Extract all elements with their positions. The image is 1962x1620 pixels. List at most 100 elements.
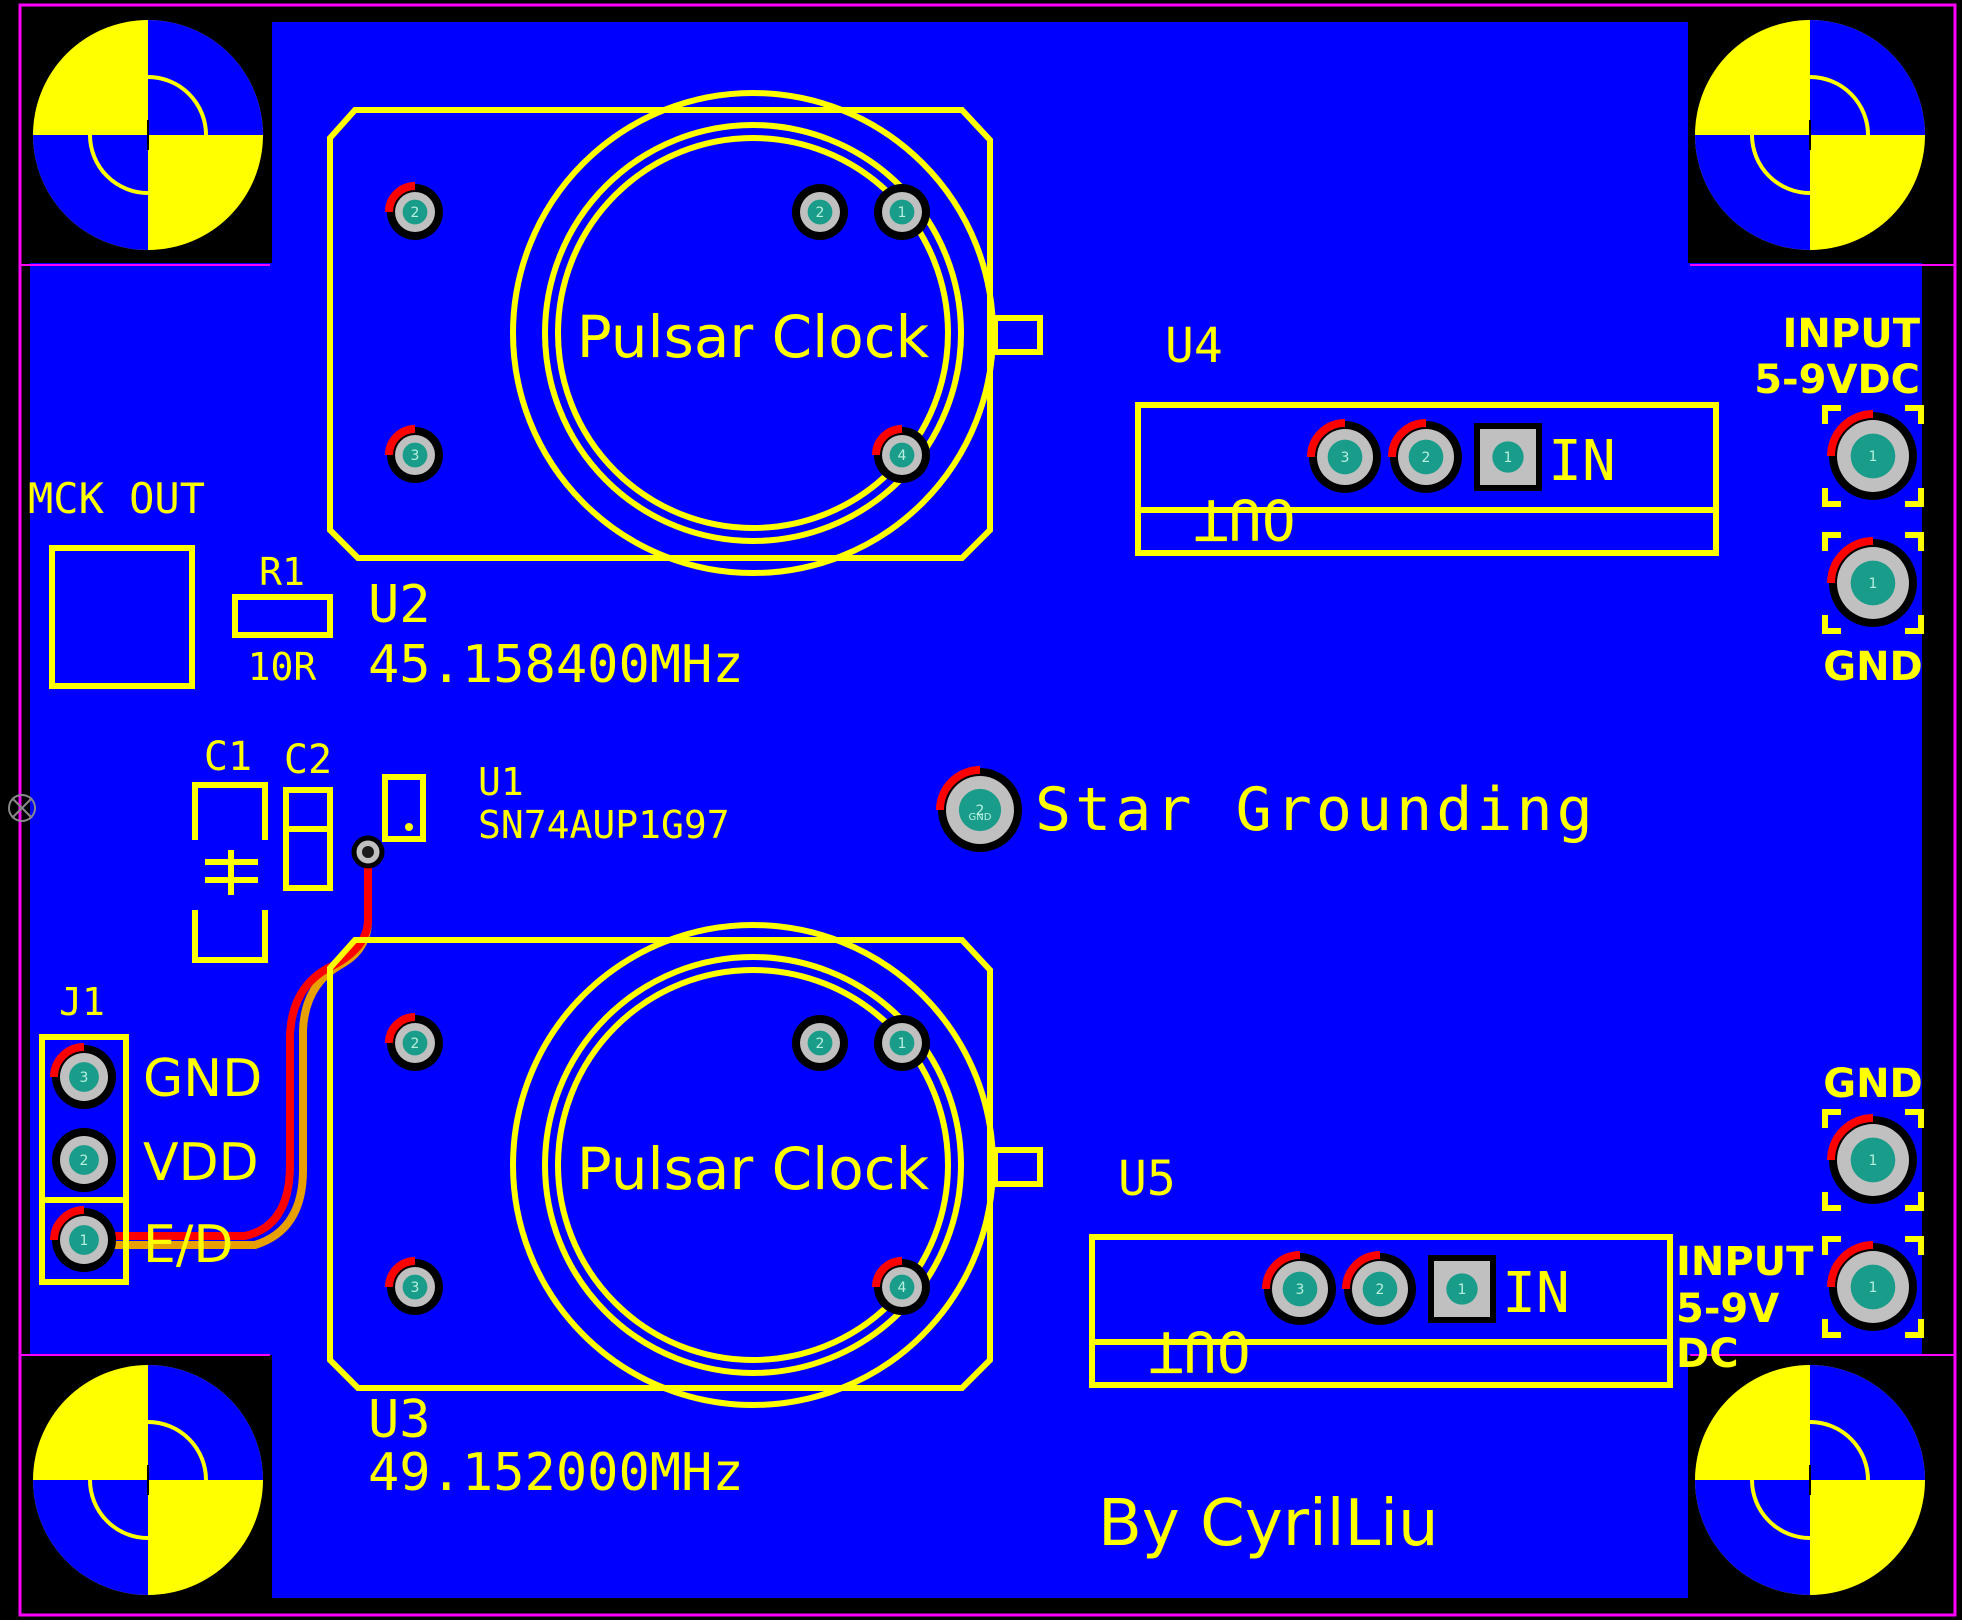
c1-designator: C1 <box>204 734 252 780</box>
u3-frequency: 49.152000MHz <box>368 1443 744 1503</box>
u4-designator: U4 <box>1165 318 1223 374</box>
input-top-vin-number: 1 <box>1869 449 1878 465</box>
u5-pin2-number: 2 <box>1376 1282 1385 1298</box>
mck-out: MCK OUT <box>28 474 205 689</box>
input-top-gnd: GND <box>1823 644 1923 690</box>
u3-designator: U3 <box>368 1390 431 1450</box>
u2-pin2-left: 2 <box>385 182 443 240</box>
u2-designator: U2 <box>368 575 431 635</box>
u4-pin3: 3 <box>1307 419 1381 493</box>
input-connector-outlines <box>1822 405 1924 1338</box>
input-bottom-line3: DC <box>1676 1331 1739 1377</box>
u3-body-label: Pulsar Clock <box>577 1135 930 1203</box>
u3-pin3: 3 <box>385 1257 443 1315</box>
r1-designator: R1 <box>259 550 305 594</box>
u2-body-label: Pulsar Clock <box>577 303 930 371</box>
u2-pin3: 3 <box>385 425 443 483</box>
r1-resistor: R1 10R <box>232 550 333 689</box>
u2-pin3-number: 3 <box>411 448 420 464</box>
mounting-hole-bottom-right <box>1695 1365 1925 1595</box>
j1-pin1-number: 1 <box>80 1233 89 1249</box>
u3-pin2-left: 2 <box>385 1013 443 1071</box>
u2-oscillator: Pulsar Clock <box>327 90 1043 576</box>
j1-pin3-number: 3 <box>80 1070 89 1086</box>
u5-designator: U5 <box>1118 1151 1176 1207</box>
bracket-input-bottom-gnd <box>1822 1109 1924 1211</box>
u4-out-label: OUT <box>1194 486 1295 551</box>
mounting-hole-bottom-left <box>33 1365 263 1595</box>
u3-pin2-right: 2 <box>792 1015 848 1071</box>
bracket-input-top-gnd <box>1822 532 1924 634</box>
u2-pin2-right-number: 2 <box>816 205 825 221</box>
mck-out-label: MCK OUT <box>28 474 205 523</box>
u2-pin1: 1 <box>874 184 930 240</box>
u3-pin4: 4 <box>872 1257 930 1315</box>
u4-pin2-number: 2 <box>1422 450 1431 466</box>
j1-pin2-number: 2 <box>80 1153 89 1169</box>
input-top-gnd-pad: 1 <box>1827 537 1917 627</box>
input-bottom-line2: 5-9V <box>1676 1286 1779 1332</box>
input-bottom-vin: 1 <box>1827 1241 1917 1331</box>
r1-value: 10R <box>248 645 317 689</box>
input-bottom-line1: INPUT <box>1676 1239 1814 1285</box>
c2-designator: C2 <box>284 737 332 783</box>
u3-pin2-right-number: 2 <box>816 1036 825 1052</box>
mounting-hole-top-right <box>1695 20 1925 250</box>
u5-pin2: 2 <box>1342 1251 1416 1325</box>
u4-in-label: IN <box>1548 429 1615 494</box>
u5-pin1: 1 <box>1428 1255 1496 1323</box>
u4-pin1: 1 <box>1474 423 1542 491</box>
input-bottom-gnd-pad-number: 1 <box>1869 1153 1878 1169</box>
u3-oscillator: Pulsar Clock <box>327 922 1043 1408</box>
u4-pin3-number: 3 <box>1341 450 1350 466</box>
j1-pin3: 3 <box>50 1043 116 1109</box>
u5-pin3: 3 <box>1262 1251 1336 1325</box>
input-bottom-gnd-pad: 1 <box>1827 1114 1917 1204</box>
input-bottom-vin-number: 1 <box>1869 1280 1878 1296</box>
u1-part: SN74AUP1G97 <box>478 803 730 847</box>
u3-pin4-number: 4 <box>898 1280 907 1296</box>
star-grounding-label: Star Grounding <box>1035 775 1597 845</box>
u1-designator: U1 <box>478 760 524 804</box>
u4-regulator: OUT IN <box>1135 402 1719 556</box>
bracket-input-top-vin <box>1822 405 1924 507</box>
j1-pin2-label: VDD <box>143 1133 259 1193</box>
input-top-gnd-pad-number: 1 <box>1869 576 1878 592</box>
u3-pin2-left-number: 2 <box>411 1036 420 1052</box>
bracket-input-bottom-vin <box>1822 1236 1924 1338</box>
mounting-hole-top-left <box>33 20 263 250</box>
input-top-line1: INPUT <box>1783 311 1921 357</box>
c2-capacitor: C2 <box>283 737 333 891</box>
u5-pin3-number: 3 <box>1296 1282 1305 1298</box>
j1-pin3-label: GND <box>143 1049 262 1109</box>
u2-frequency: 45.158400MHz <box>368 635 744 695</box>
edge-marker <box>8 794 36 822</box>
u2-pin4: 4 <box>872 425 930 483</box>
u5-regulator: OUT IN <box>1089 1234 1673 1388</box>
j1-pin1-label: E/D <box>143 1215 233 1275</box>
u5-out-label: OUT <box>1149 1318 1250 1383</box>
input-top-line2: 5-9VDC <box>1754 357 1920 403</box>
u2-pin2-left-number: 2 <box>411 205 420 221</box>
j1-header: J1 GND VDD E/D <box>39 980 262 1285</box>
u4-pin2: 2 <box>1388 419 1462 493</box>
u2-pin4-number: 4 <box>898 448 907 464</box>
j1-pin2: 2 <box>52 1128 116 1192</box>
u2-pin2-right: 2 <box>792 184 848 240</box>
u5-pin1-number: 1 <box>1458 1282 1467 1298</box>
credit-text: By CyrilLiu <box>1098 1487 1439 1561</box>
u3-pin3-number: 3 <box>411 1280 420 1296</box>
u2-pin1-number: 1 <box>898 205 907 221</box>
u1-gate: U1 SN74AUP1G97 <box>351 760 730 869</box>
u3-pin1-number: 1 <box>898 1036 907 1052</box>
input-bottom-gnd: GND <box>1823 1061 1923 1107</box>
j1-pin1: 1 <box>50 1206 116 1272</box>
u3-pin1: 1 <box>874 1015 930 1071</box>
trace-top <box>85 852 372 1240</box>
j1-designator: J1 <box>59 980 105 1024</box>
star-ground-pad-sub: GND <box>969 812 992 823</box>
input-top-vin: 1 <box>1827 410 1917 500</box>
